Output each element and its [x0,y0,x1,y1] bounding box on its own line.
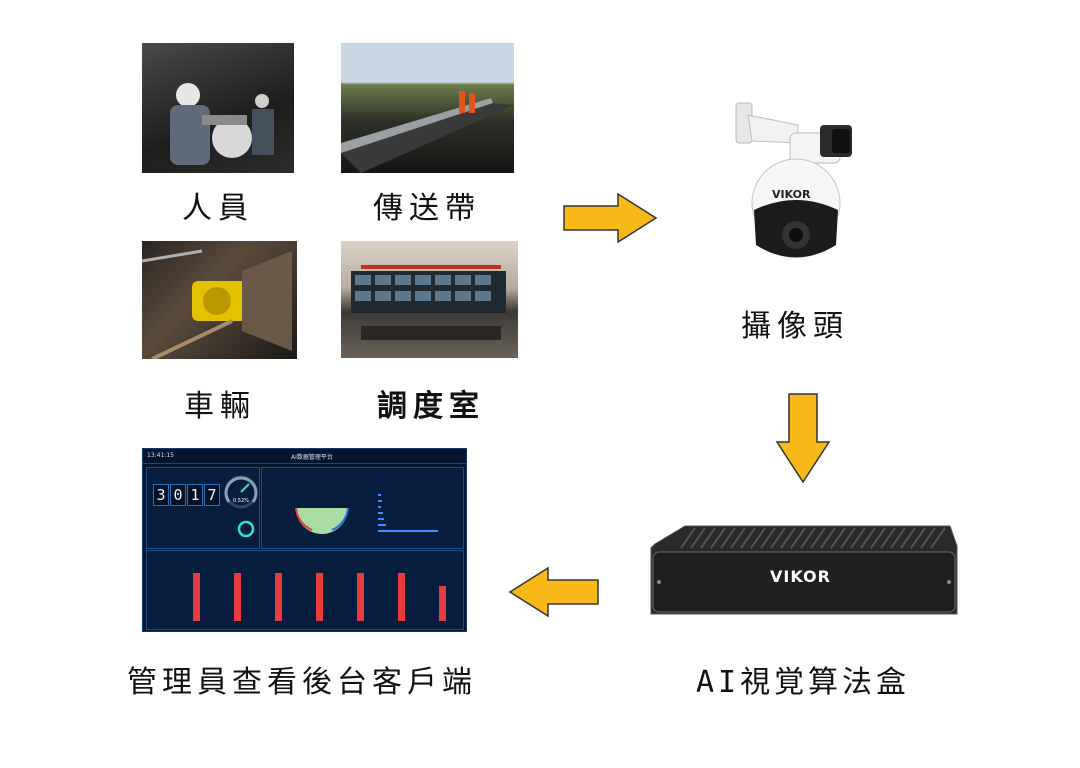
arrow-left-icon [508,566,599,618]
conveyor-photo [341,43,514,173]
camera-label: 攝像頭 [741,309,849,344]
conveyor-illustration [341,91,514,173]
dispatch-room-photo [341,241,518,358]
counter-digit: 1 [187,484,203,506]
dashboard-bar [275,573,282,621]
ai-box-brand: VIKOR [770,567,831,586]
counter-digit: 7 [204,484,220,506]
gauge-value: 0.52% [233,498,249,504]
shearer-illustration [142,249,292,359]
personnel-label: 人員 [182,191,254,226]
arrow-right-icon [563,192,658,244]
arrow-down-icon [775,393,831,484]
conveyor-label: 傳送帶 [373,191,481,226]
dashboard-bar [357,573,364,621]
control-room-illustration [351,265,506,340]
ai-box-label-rest: 視覚算法盒 [740,665,911,700]
camera-brand: VIKOR [772,188,811,201]
ring-icon [237,520,255,538]
bar-chart-panel [146,550,464,630]
ai-box-label: AI視覚算法盒 [688,657,918,701]
analysis-panel [261,467,464,549]
dashboard-bar [398,573,405,621]
dashboard-bar [316,573,323,621]
ai-box-label-prefix: AI [695,665,741,700]
client-dashboard: 13:41:15 AI数据管理平台 3 0 1 7 0.52% [142,448,467,632]
dashboard-time: 13:41:15 [147,452,174,459]
counter-panel: 3 0 1 7 0.52% [146,467,260,549]
ptz-camera-icon [735,102,852,258]
vehicle-photo [142,241,297,359]
counter-digit: 3 [153,484,169,506]
gauge-icon [224,475,258,509]
personnel-photo [142,43,294,173]
counter-digit: 0 [170,484,186,506]
dispatch-room-label: 調度室 [377,389,485,424]
miner-illustration [170,83,274,165]
dashboard-bar [439,586,446,621]
hbar-chart [378,494,438,532]
bar-chart [147,551,463,629]
dashboard-header [143,449,466,464]
dashboard-title: AI数据管理平台 [291,454,333,461]
dashboard-bar [234,573,241,621]
dashboard-bar [193,573,200,621]
client-label: 管理員查看後台客戶端 [127,665,477,700]
vehicle-label: 車輛 [184,389,256,424]
ai-box-device [650,525,958,615]
semicircle-chart [295,507,349,534]
